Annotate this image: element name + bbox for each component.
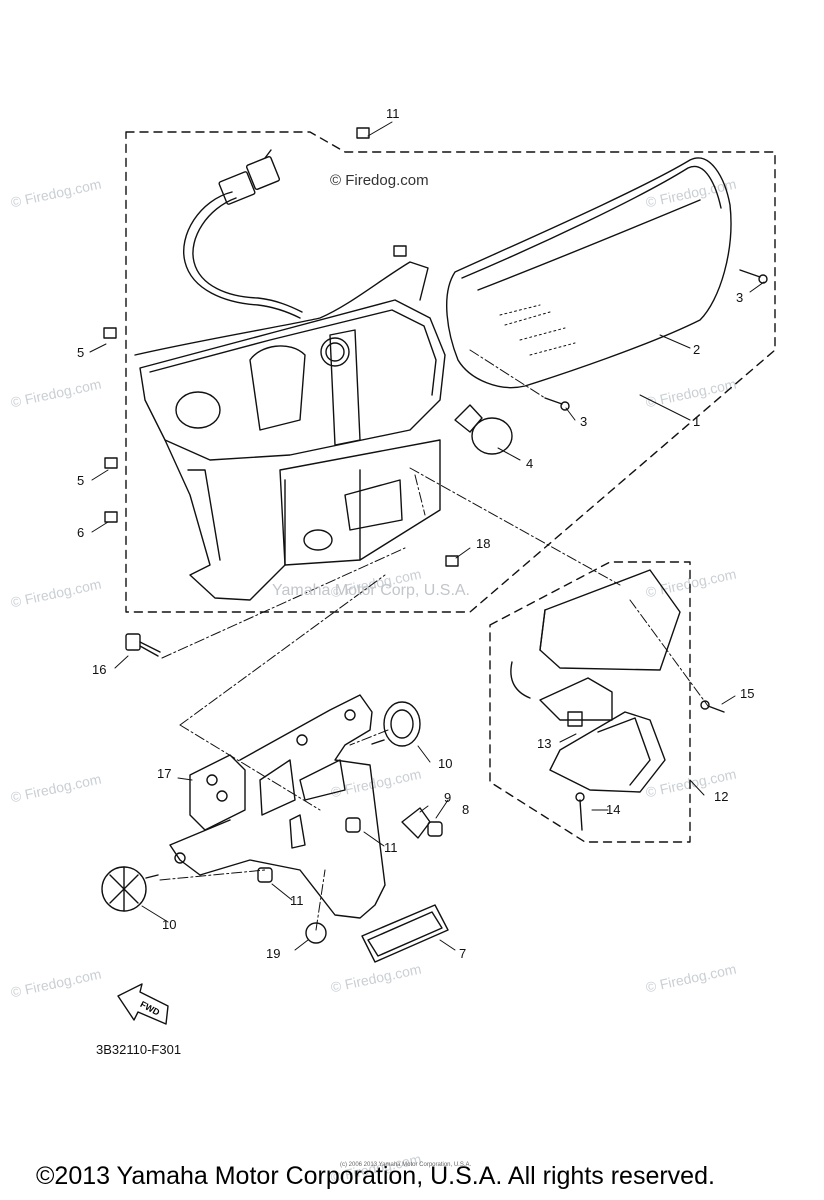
taillight-housing <box>134 261 446 601</box>
wire-harness <box>183 149 303 319</box>
taillight-boundary <box>489 561 691 843</box>
clip-part <box>103 127 459 567</box>
callout-number: 10 <box>438 756 453 771</box>
bolt-part <box>125 633 161 657</box>
callout-number: 10 <box>162 917 177 932</box>
taillight-lens-part <box>445 157 732 389</box>
yamaha-watermark: Yamaha Motor Corp, U.S.A. <box>272 582 470 599</box>
reflector-part <box>101 866 159 912</box>
callout-number: 4 <box>526 456 534 471</box>
callout-number: 14 <box>606 802 621 817</box>
callout-number: 8 <box>462 802 470 817</box>
callout-number: 16 <box>92 662 107 677</box>
callout-number: 5 <box>77 345 85 360</box>
callout-number: 1 <box>693 414 701 429</box>
leader-lines <box>89 121 765 951</box>
callout-number: 13 <box>537 736 552 751</box>
callout-number: 15 <box>740 686 755 701</box>
callout-number: 19 <box>266 946 281 961</box>
callout-number: 18 <box>476 536 491 551</box>
callout-number: 17 <box>157 766 172 781</box>
reflector-part <box>371 701 421 747</box>
callout-number: 3 <box>580 414 588 429</box>
alignment-lines <box>159 349 709 931</box>
diagram-code: 3B32110-F301 <box>96 1042 182 1057</box>
assembly-boundary <box>125 131 776 613</box>
callout-number: 11 <box>386 106 400 121</box>
callout-number: 2 <box>693 342 701 357</box>
callout-number: 3 <box>736 290 744 305</box>
callout-number: 5 <box>77 473 85 488</box>
callout-number: 11 <box>384 840 398 855</box>
license-bracket <box>169 694 386 919</box>
callout-number: 7 <box>459 946 467 961</box>
callout-number: 6 <box>77 525 85 540</box>
fine-print: (c) 2006 2013 Yamaha Motor Corporation, … <box>340 1162 472 1168</box>
firedog-watermark: © Firedog.com <box>330 172 429 189</box>
callout-number: 11 <box>290 893 304 908</box>
copyright-notice: ©2013 Yamaha Motor Corporation, U.S.A. A… <box>36 1162 715 1190</box>
callout-number: 12 <box>714 789 729 804</box>
rear-lamp-unit <box>510 569 725 831</box>
callout-number: 9 <box>444 790 452 805</box>
bulb-part <box>454 404 513 455</box>
nut-part <box>257 807 443 944</box>
fwd-arrow-icon <box>117 983 169 1025</box>
reflector-plate <box>361 904 449 963</box>
